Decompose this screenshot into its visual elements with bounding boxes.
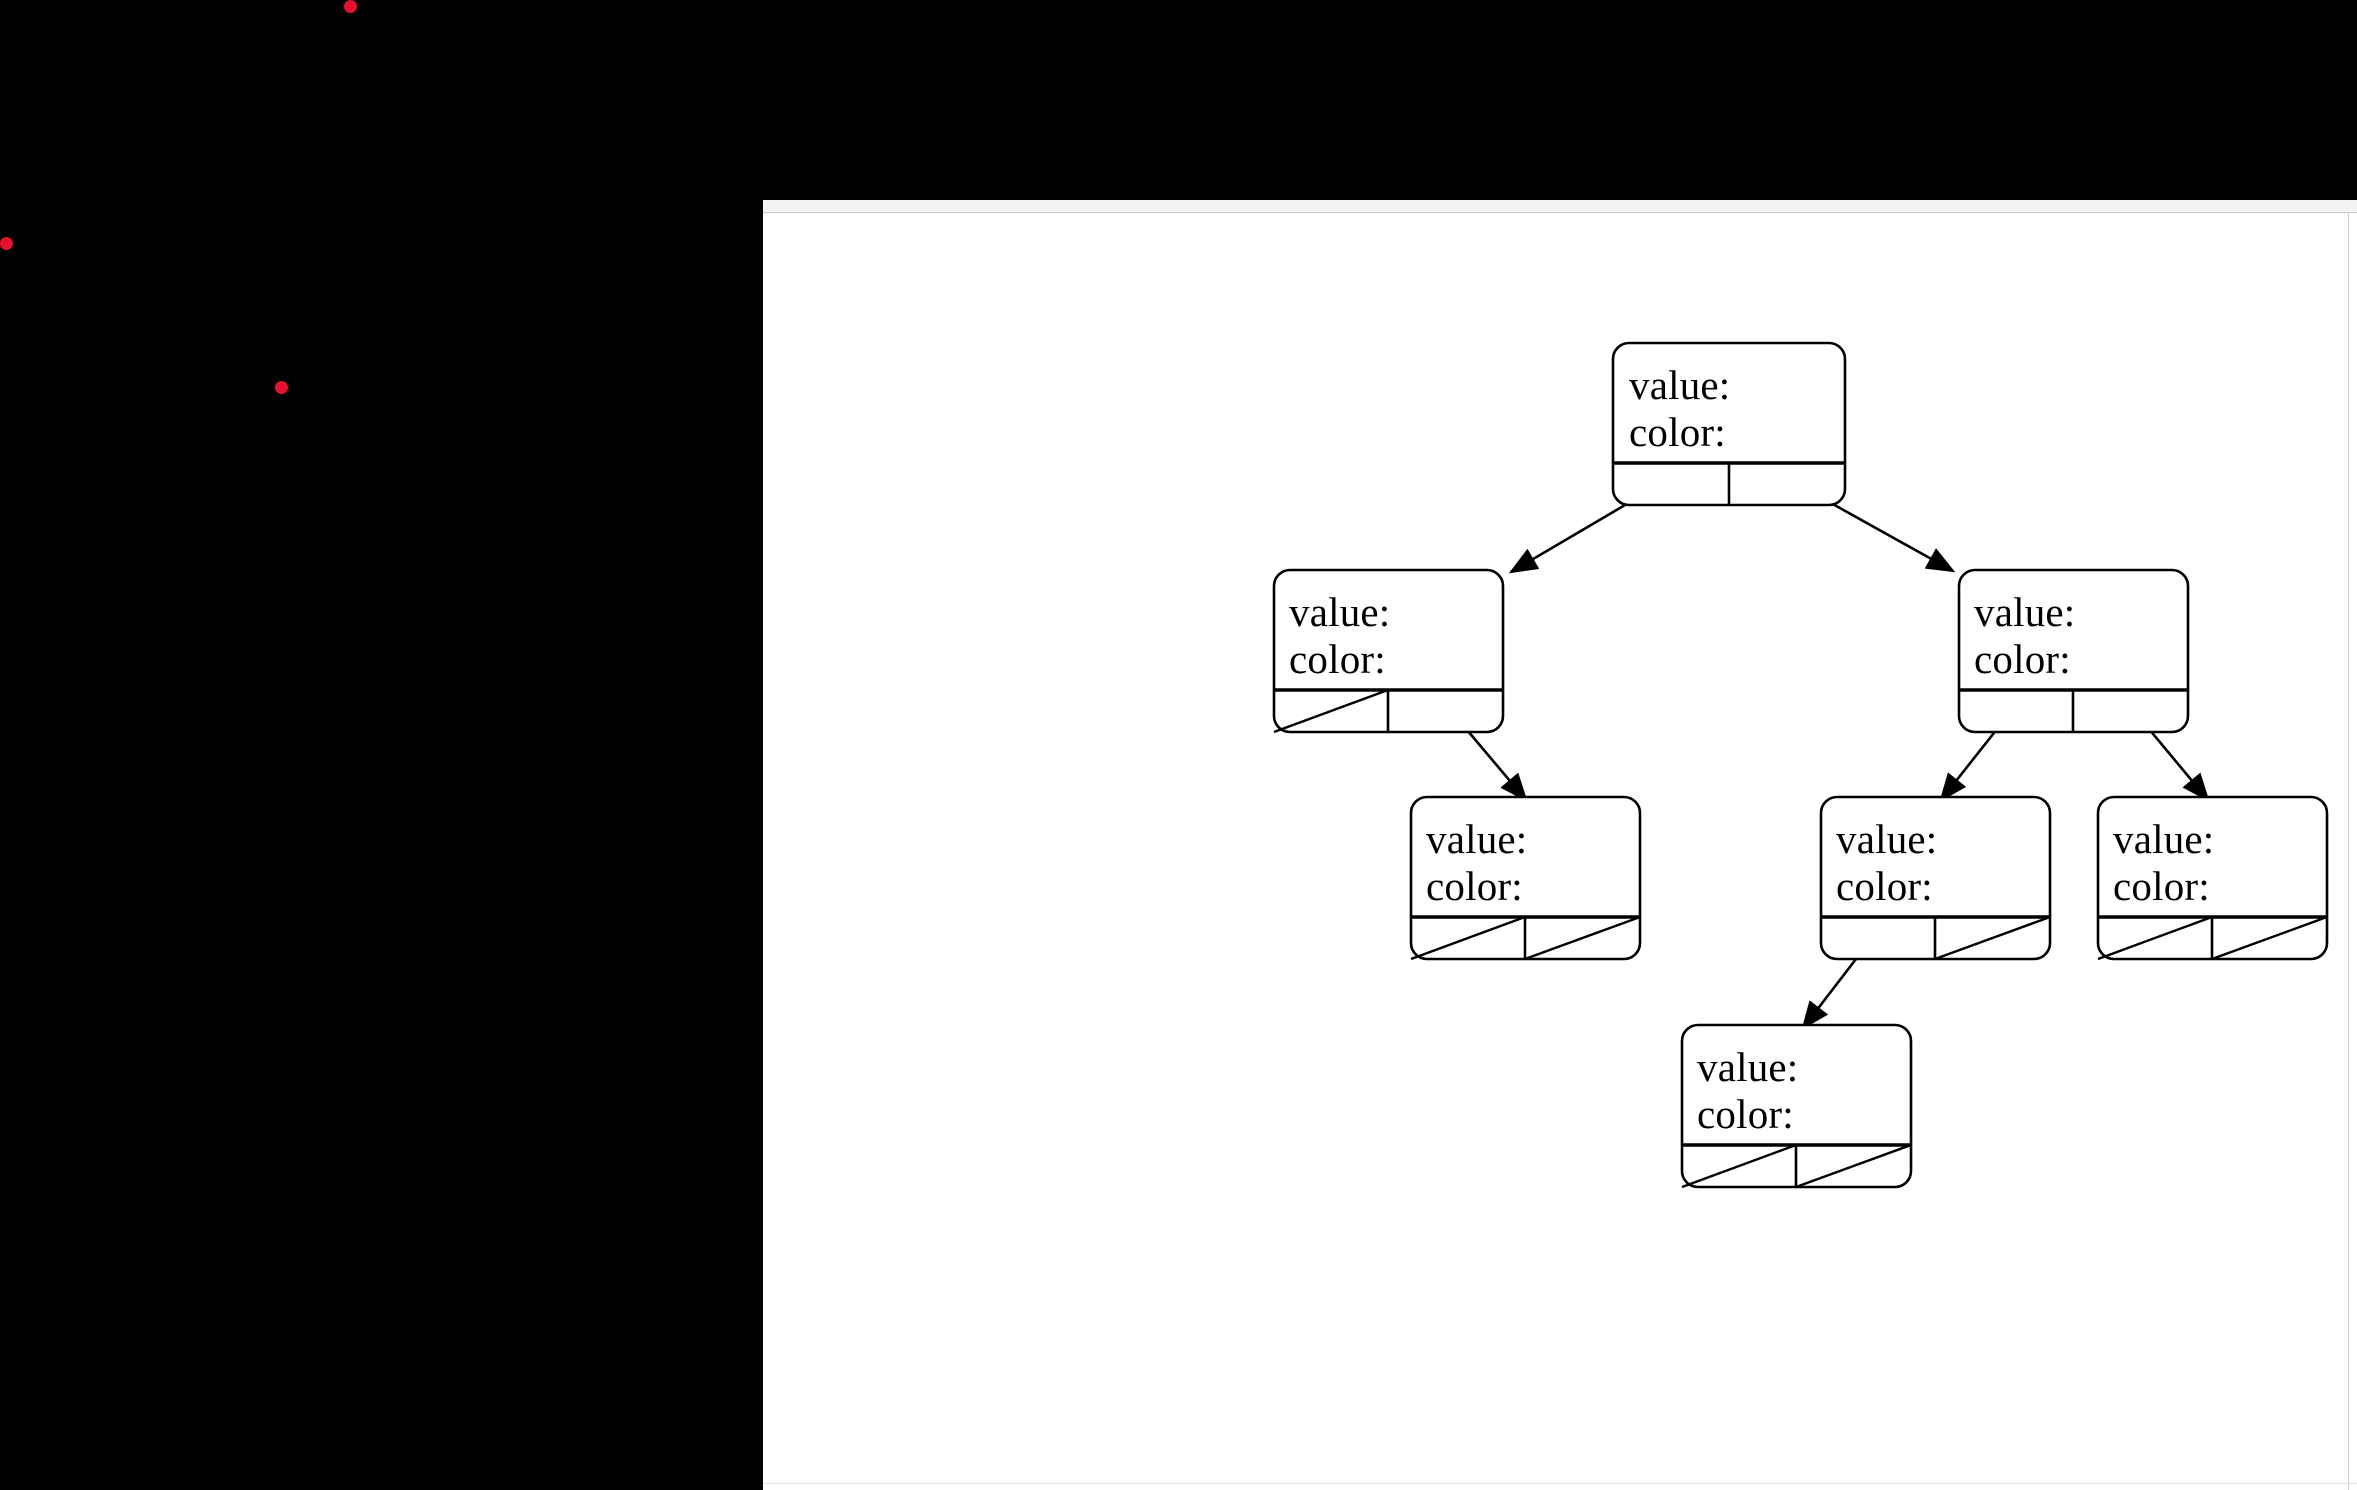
node-left-child-null-slash-left: [1273, 688, 1389, 734]
node-left-value-label: value:: [1289, 589, 1391, 635]
node-left-child[interactable]: [1272, 568, 1505, 734]
diagram-panel[interactable]: value: color: value: color: value: color…: [763, 200, 2357, 1490]
node-right-right-null-slash-right: [2211, 915, 2328, 961]
red-marker-dot-3: [275, 381, 288, 394]
node-deepest-descendant[interactable]: [1680, 1023, 1913, 1189]
node-deepest-null-slash-right: [1795, 1143, 1912, 1189]
node-right-left-null-slash-right: [1934, 915, 2051, 961]
panel-bottom-divider: [763, 1483, 2357, 1484]
node-left-right-null-slash-left: [1410, 915, 1526, 961]
node-right-left-value-label: value:: [1836, 816, 1938, 862]
node-right-child[interactable]: [1957, 568, 2190, 734]
vertical-scrollbar[interactable]: [2348, 212, 2349, 1490]
node-left-color-label: color:: [1289, 636, 1386, 682]
node-root-value-label: value:: [1629, 362, 1731, 408]
node-right-left-color-label: color:: [1836, 863, 1933, 909]
node-deepest-null-slash-left: [1681, 1143, 1797, 1189]
node-left-right-value-label: value:: [1426, 816, 1528, 862]
red-marker-dot-2: [0, 237, 13, 250]
node-right-right-null-slash-left: [2097, 915, 2213, 961]
node-left-right-grandchild[interactable]: [1409, 795, 1642, 961]
node-left-right-null-slash-right: [1524, 915, 1641, 961]
node-right-color-label: color:: [1974, 636, 2071, 682]
node-right-right-value-label: value:: [2113, 816, 2215, 862]
tree-diagram-svg: [1272, 341, 2329, 1189]
node-right-left-grandchild[interactable]: [1819, 795, 2052, 961]
node-root-color-label: color:: [1629, 409, 1726, 455]
red-marker-dot-1: [344, 0, 357, 13]
node-right-value-label: value:: [1974, 589, 2076, 635]
node-right-right-color-label: color:: [2113, 863, 2210, 909]
node-right-right-grandchild[interactable]: [2096, 795, 2329, 961]
node-left-right-color-label: color:: [1426, 863, 1523, 909]
node-deepest-color-label: color:: [1697, 1091, 1794, 1137]
panel-header-strip: [763, 200, 2357, 213]
node-root[interactable]: [1611, 341, 1847, 507]
node-deepest-value-label: value:: [1697, 1044, 1799, 1090]
